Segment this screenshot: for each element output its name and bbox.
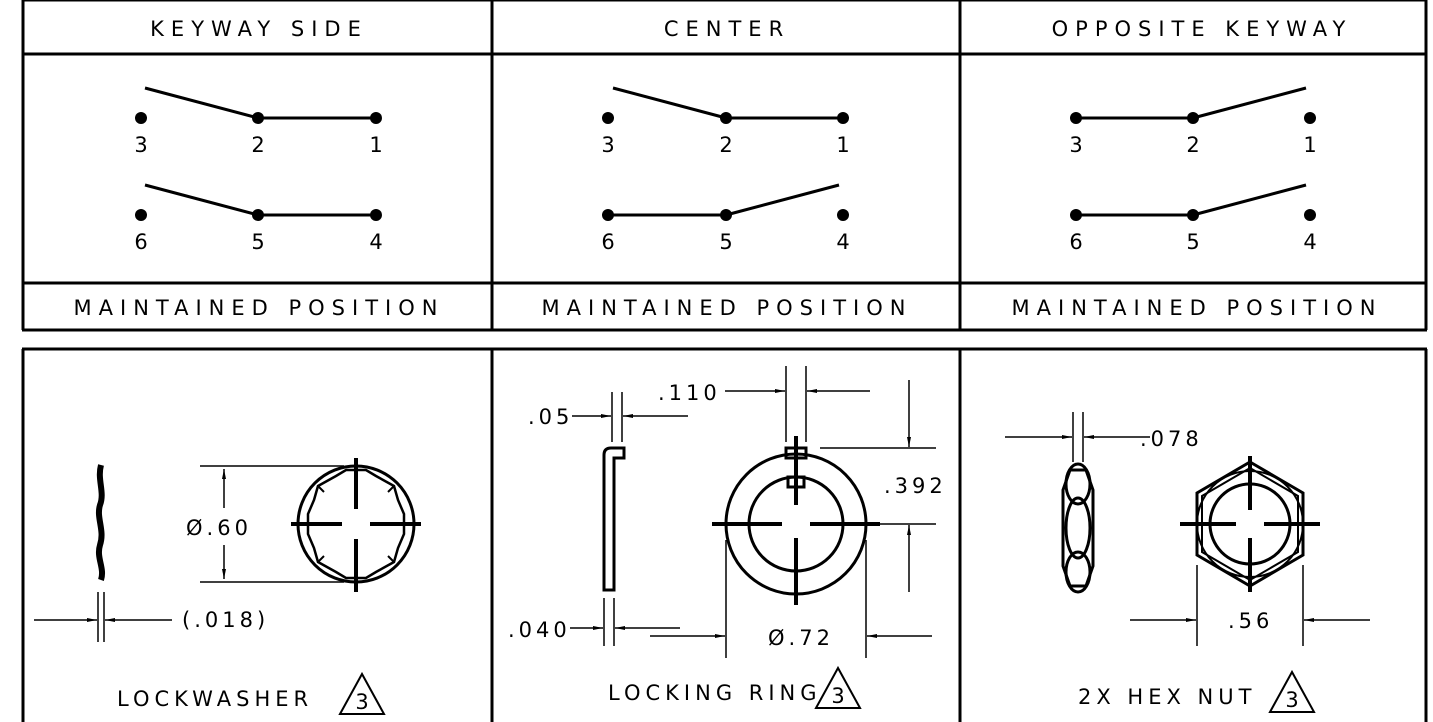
hardware-table [21, 347, 1428, 722]
column-footer-opposite-keyway: MAINTAINED POSITION [1012, 296, 1383, 320]
switch-diagram-center [608, 86, 843, 217]
pin-label: 5 [1186, 230, 1199, 254]
locking-ring-title: LOCKING RING [608, 681, 822, 705]
hex-nut-front-view [1180, 456, 1320, 592]
column-header-center: CENTER [664, 17, 790, 41]
pin-label: 2 [1186, 133, 1199, 157]
contact-dots-opposite-keyway [1070, 112, 1316, 221]
switch-position-table [21, 0, 1428, 332]
svg-text:3: 3 [831, 684, 844, 708]
pin-label: 6 [601, 230, 614, 254]
pin-label: 2 [719, 133, 732, 157]
contact-dots-keyway-side [135, 112, 382, 221]
pin-label: 3 [134, 133, 147, 157]
pin-label: 4 [1303, 230, 1316, 254]
column-header-keyway-side: KEYWAY SIDE [150, 17, 368, 41]
locking-ring-dimensions [570, 366, 936, 658]
lockwasher-side-view [96, 464, 105, 581]
pin-label: 6 [134, 230, 147, 254]
svg-text:3: 3 [1285, 688, 1298, 712]
locking-ring-side-view [602, 446, 626, 592]
contact-dots-center [602, 112, 849, 221]
pin-label: 4 [369, 230, 382, 254]
lockwasher-thickness-dim: (.018) [182, 608, 269, 632]
svg-text:3: 3 [355, 690, 368, 714]
locking-ring-thickness-bottom-dim: .040 [508, 618, 571, 642]
locking-ring-thickness-top-dim: .05 [528, 405, 573, 429]
pin-label: 1 [836, 133, 849, 157]
pin-label: 3 [1069, 133, 1082, 157]
lockwasher-title: LOCKWASHER [117, 687, 313, 711]
note-triangle-icon: 3 [338, 671, 386, 715]
pin-label: 3 [601, 133, 614, 157]
pin-label: 5 [251, 230, 264, 254]
hex-nut-thickness-dim: .078 [1140, 427, 1203, 451]
switch-diagram-opposite-keyway [1076, 86, 1307, 217]
pin-label: 2 [251, 133, 264, 157]
pin-label: 5 [719, 230, 732, 254]
locking-ring-height-dim: .392 [884, 474, 947, 498]
switch-diagram-keyway-side [144, 86, 376, 217]
hex-nut-title: 2X HEX NUT [1078, 685, 1256, 709]
locking-ring-tab-dim: .110 [658, 381, 721, 405]
note-triangle-icon: 3 [1268, 669, 1316, 713]
pin-label: 4 [836, 230, 849, 254]
column-footer-center: MAINTAINED POSITION [542, 296, 913, 320]
column-footer-keyway-side: MAINTAINED POSITION [74, 296, 445, 320]
hex-nut-flats-dim: .56 [1228, 609, 1273, 633]
pin-label: 1 [369, 133, 382, 157]
hex-nut-dimensions [1005, 412, 1370, 646]
pin-label: 6 [1069, 230, 1082, 254]
lockwasher-dimensions [34, 465, 344, 642]
lockwasher-front-view [291, 458, 421, 592]
locking-ring-diameter-dim: Ø.72 [768, 626, 834, 650]
lockwasher-diameter-dim: Ø.60 [186, 516, 252, 540]
pin-label: 1 [1303, 133, 1316, 157]
note-triangle-icon: 3 [814, 665, 862, 709]
locking-ring-front-view [712, 436, 880, 605]
column-header-opposite-keyway: OPPOSITE KEYWAY [1052, 17, 1353, 41]
hex-nut-side-view [1061, 462, 1095, 594]
